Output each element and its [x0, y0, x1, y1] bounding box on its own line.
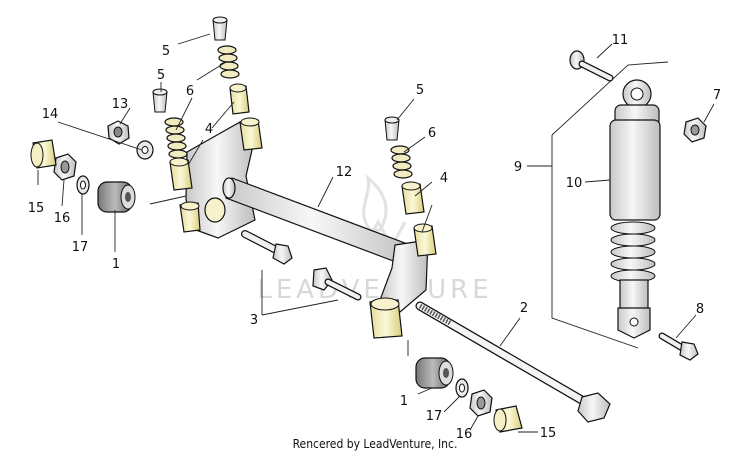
leader-lines — [37, 33, 715, 433]
watermark-text: LEADVENTURE — [257, 275, 492, 305]
callout-number: 17 — [426, 409, 443, 424]
spring-stack-icon — [384, 116, 437, 257]
callout-number: 13 — [112, 97, 129, 112]
callout-number: 16 — [54, 211, 71, 226]
callout-number: 16 — [456, 427, 473, 442]
rubber-bushing-icon — [97, 181, 136, 213]
callout-number: 15 — [28, 201, 45, 216]
spring-stack-icon — [212, 16, 263, 151]
callout-number: 9 — [514, 160, 522, 175]
callout-number: 5 — [157, 68, 165, 83]
callout-number: 10 — [566, 176, 583, 191]
callout-number: 6 — [428, 126, 436, 141]
callout-number: 1 — [112, 257, 120, 272]
callout-number: 2 — [520, 301, 528, 316]
callout-number: 17 — [72, 240, 89, 255]
spring-stack-icon — [152, 88, 193, 191]
callout-number: 7 — [713, 88, 721, 103]
callout-number: 4 — [205, 122, 213, 137]
callout-number: 1 — [400, 394, 408, 409]
callout-number: 12 — [336, 165, 353, 180]
callout-number: 3 — [250, 313, 258, 328]
bolt-icon — [312, 267, 362, 301]
bolt-icon — [241, 230, 293, 265]
callout-number: 11 — [612, 33, 629, 48]
swing-arm-icon — [185, 121, 429, 313]
shock-bottom-bolt-icon — [658, 332, 699, 361]
shock-top-bolt-icon — [569, 50, 614, 82]
callout-number: 8 — [696, 302, 704, 317]
callout-number: 4 — [440, 171, 448, 186]
callout-number: 14 — [42, 107, 59, 122]
callout-numbers: 1 1 2 3 4 4 5 5 5 6 6 6 7 8 9 10 11 12 1… — [28, 33, 721, 442]
shock-absorber-icon — [609, 79, 661, 339]
long-bolt-icon — [415, 301, 611, 423]
callout-number: 5 — [416, 83, 424, 98]
callout-number: 15 — [540, 426, 557, 441]
credit-line: Rencered by LeadVenture, Inc. — [292, 437, 458, 451]
callout-number: 5 — [162, 44, 170, 59]
callout-number: 6 — [186, 84, 194, 99]
